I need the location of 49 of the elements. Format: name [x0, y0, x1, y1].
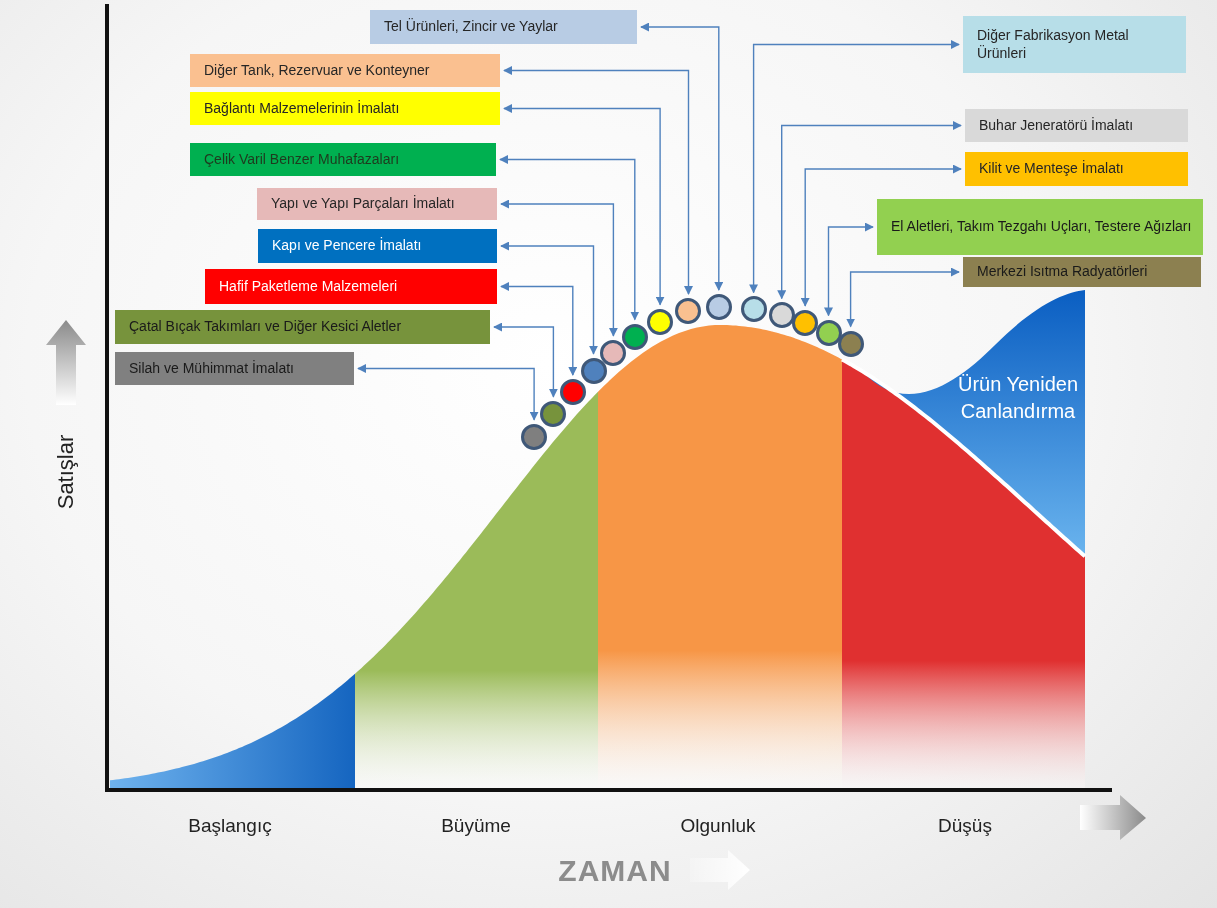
- marker-circle: [837, 330, 864, 357]
- marker-circle: [792, 309, 819, 336]
- connector-arrow: [493, 322, 558, 398]
- marker-circle: [647, 308, 674, 335]
- connector-arrow: [503, 66, 693, 295]
- connector-arrow: [749, 40, 960, 294]
- marker-circle: [768, 302, 795, 329]
- stage-label: Olgunluk: [680, 815, 756, 837]
- stage-label: Düşüş: [938, 815, 992, 837]
- category-box: Çelik Varil Benzer Muhafazaları: [190, 143, 496, 176]
- category-box: Diğer Tank, Rezervuar ve Konteyner: [190, 54, 500, 87]
- connector-arrow: [800, 164, 962, 307]
- category-box: Kapı ve Pencere İmalatı: [258, 229, 497, 263]
- category-box: Yapı ve Yapı Parçaları İmalatı: [257, 188, 497, 220]
- category-box: Buhar Jeneratörü İmalatı: [965, 109, 1188, 142]
- connector-arrow: [503, 104, 665, 306]
- connector-arrow: [357, 364, 539, 421]
- category-box: Diğer Fabrikasyon Metal Ürünleri: [963, 16, 1186, 73]
- marker-circle: [815, 319, 842, 346]
- connector-arrow: [500, 199, 618, 337]
- marker-circle: [540, 400, 567, 427]
- marker-circle: [521, 423, 548, 450]
- category-box: Çatal Bıçak Takımları ve Diğer Kesici Aletler: [115, 310, 490, 344]
- category-box: Kilit ve Menteşe İmalatı: [965, 152, 1188, 186]
- category-box: El Aletleri, Takım Tezgahı Uçları, Testere Ağızları: [877, 199, 1203, 255]
- marker-circle: [740, 296, 767, 323]
- stage-label: Büyüme: [441, 815, 511, 837]
- connector-arrow: [500, 241, 598, 355]
- marker-circle: [675, 298, 702, 325]
- category-box: Hafif Paketleme Malzemeleri: [205, 269, 497, 304]
- axis-title: ZAMAN: [558, 854, 672, 888]
- connector-arrow: [824, 222, 874, 317]
- marker-circle: [705, 294, 732, 320]
- axis-title: Satışlar: [53, 434, 79, 510]
- category-box: Tel Ürünleri, Zincir ve Yaylar: [370, 10, 637, 44]
- category-box: Bağlantı Malzemelerinin İmalatı: [190, 92, 500, 125]
- marker-circle: [580, 357, 607, 384]
- connector-arrow: [846, 267, 960, 328]
- connector-arrow: [777, 121, 962, 300]
- marker-circle: [621, 323, 648, 350]
- stage-label: Başlangıç: [188, 815, 272, 837]
- marker-circle: [559, 379, 586, 405]
- connector-arrow: [499, 155, 640, 321]
- connector-arrow: [640, 22, 724, 291]
- category-box: Silah ve Mühimmat İmalatı: [115, 352, 354, 385]
- area-label: Ürün Yeniden Canlandırma: [956, 372, 1080, 424]
- category-box: Merkezi Isıtma Radyatörleri: [963, 257, 1201, 287]
- marker-circle: [600, 339, 627, 366]
- connector-arrow: [500, 282, 578, 376]
